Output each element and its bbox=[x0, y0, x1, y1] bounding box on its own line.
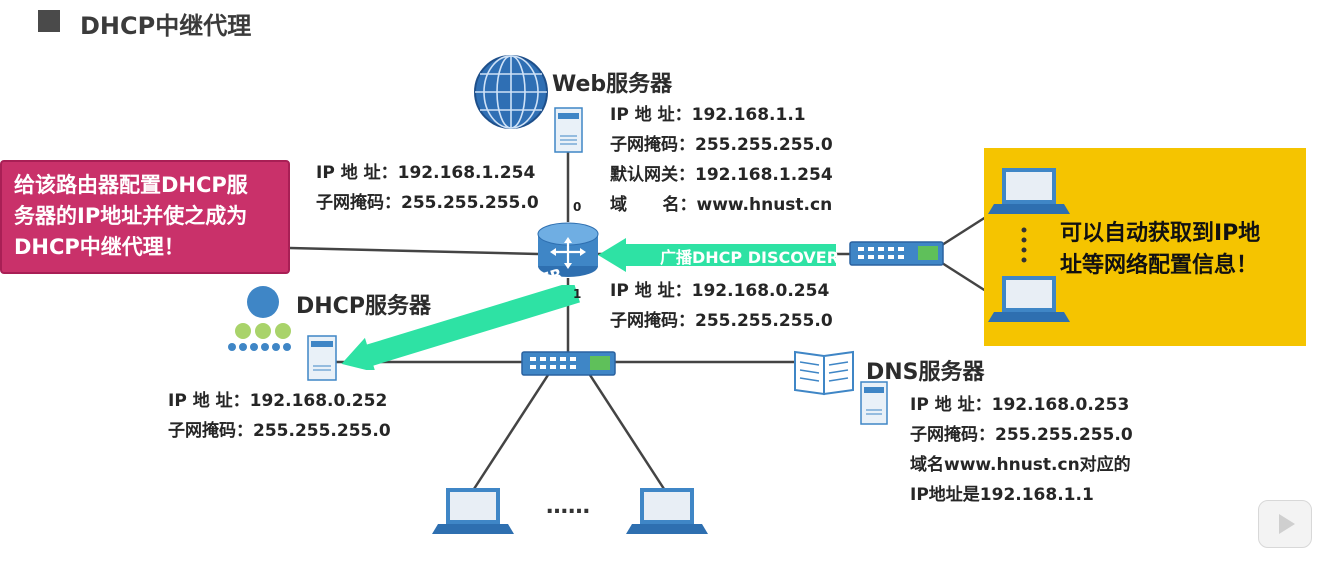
switch-right-icon bbox=[849, 241, 944, 266]
laptop-icon-1 bbox=[432, 488, 514, 534]
router-port1-ip: 192.168.0.254 bbox=[691, 281, 830, 301]
dns-server-title: DNS服务器 bbox=[866, 360, 985, 385]
globe-icon bbox=[474, 55, 548, 129]
label: IP 地 址： bbox=[316, 163, 398, 183]
laptop-icon-top bbox=[988, 168, 1070, 214]
router-icon bbox=[537, 222, 599, 277]
link-switch-pc1 bbox=[470, 374, 550, 493]
title-marker bbox=[38, 10, 60, 32]
link-switch-pc2 bbox=[588, 374, 668, 493]
web-ip: 192.168.1.1 bbox=[691, 105, 806, 125]
dhcp-server-icon bbox=[307, 335, 337, 381]
link-callout-router bbox=[289, 246, 539, 256]
router-port0-mask: 255.255.255.0 bbox=[401, 193, 539, 213]
web-server-info: IP 地 址：192.168.1.1 子网掩码：255.255.255.0 默认… bbox=[610, 100, 833, 220]
dhcp-server-title: DHCP服务器 bbox=[296, 294, 431, 319]
laptop-icon-bottom bbox=[988, 276, 1070, 322]
dns-note-2: IP地址是192.168.1.1 bbox=[910, 485, 1094, 505]
label: IP 地 址： bbox=[610, 105, 692, 125]
page-title: DHCP中继代理 bbox=[80, 12, 252, 40]
callout-line-3: DHCP中继代理！ bbox=[14, 235, 185, 259]
port-1-label: 1 bbox=[573, 287, 582, 301]
broadcast-arrow bbox=[598, 238, 836, 272]
dns-ip: 192.168.0.253 bbox=[991, 395, 1130, 415]
laptop-icon-2 bbox=[626, 488, 708, 534]
unicast-arrow bbox=[341, 285, 580, 370]
router-config-callout: 给该路由器配置DHCP服 务器的IP地址并使之成为 DHCP中继代理！ bbox=[0, 160, 290, 274]
dhcp-ip: 192.168.0.252 bbox=[249, 391, 388, 411]
router-port0-ip: 192.168.1.254 bbox=[397, 163, 536, 183]
port-0-label: 0 bbox=[573, 200, 582, 214]
label: IP 地 址： bbox=[610, 281, 692, 301]
dhcp-people-icon bbox=[228, 286, 291, 351]
label: 子网掩码： bbox=[610, 311, 695, 331]
callout-line-1: 给该路由器配置DHCP服 bbox=[14, 173, 248, 197]
web-server-title: Web服务器 bbox=[552, 72, 673, 97]
label: 子网掩码： bbox=[316, 193, 401, 213]
switch-icon bbox=[521, 351, 616, 376]
broadcast-arrow-label: 广播DHCP DISCOVER bbox=[660, 248, 840, 267]
dns-server-info: IP 地 址：192.168.0.253 子网掩码：255.255.255.0 … bbox=[910, 390, 1133, 510]
result-line-1: 可以自动获取到IP地 bbox=[1060, 221, 1261, 246]
more-hosts-ellipsis: …… bbox=[546, 494, 590, 519]
label: 默认网关： bbox=[610, 165, 695, 185]
web-mask: 255.255.255.0 bbox=[695, 135, 833, 155]
result-line-2: 址等网络配置信息！ bbox=[1060, 253, 1259, 278]
dhcp-server-info: IP 地 址：192.168.0.252 子网掩码：255.255.255.0 bbox=[168, 386, 391, 446]
label: IP 地 址： bbox=[168, 391, 250, 411]
play-icon bbox=[1279, 514, 1295, 534]
web-server-icon bbox=[554, 107, 583, 153]
dns-mask: 255.255.255.0 bbox=[995, 425, 1133, 445]
client-laptops bbox=[988, 168, 1070, 322]
result-callout-text: 可以自动获取到IP地 址等网络配置信息！ bbox=[1060, 218, 1260, 282]
dhcp-mask: 255.255.255.0 bbox=[253, 421, 391, 441]
play-button[interactable] bbox=[1258, 500, 1312, 548]
label: 域 名： bbox=[610, 195, 697, 215]
label: 子网掩码： bbox=[168, 421, 253, 441]
dns-note-1: 域名www.hnust.cn对应的 bbox=[910, 455, 1131, 475]
callout-line-2: 务器的IP地址并使之成为 bbox=[14, 204, 248, 228]
dns-server-icon bbox=[860, 381, 888, 425]
dots-vertical bbox=[1021, 227, 1027, 263]
book-icon bbox=[794, 350, 854, 396]
web-gateway: 192.168.1.254 bbox=[695, 165, 833, 185]
router-port1-info: IP 地 址：192.168.0.254 子网掩码：255.255.255.0 bbox=[610, 276, 833, 336]
router-port0-info: IP 地 址：192.168.1.254 子网掩码：255.255.255.0 bbox=[316, 158, 539, 218]
router-port1-mask: 255.255.255.0 bbox=[695, 311, 833, 331]
web-domain: www.hnust.cn bbox=[696, 195, 833, 215]
label: 子网掩码： bbox=[610, 135, 695, 155]
label: IP 地 址： bbox=[910, 395, 992, 415]
label: 子网掩码： bbox=[910, 425, 995, 445]
